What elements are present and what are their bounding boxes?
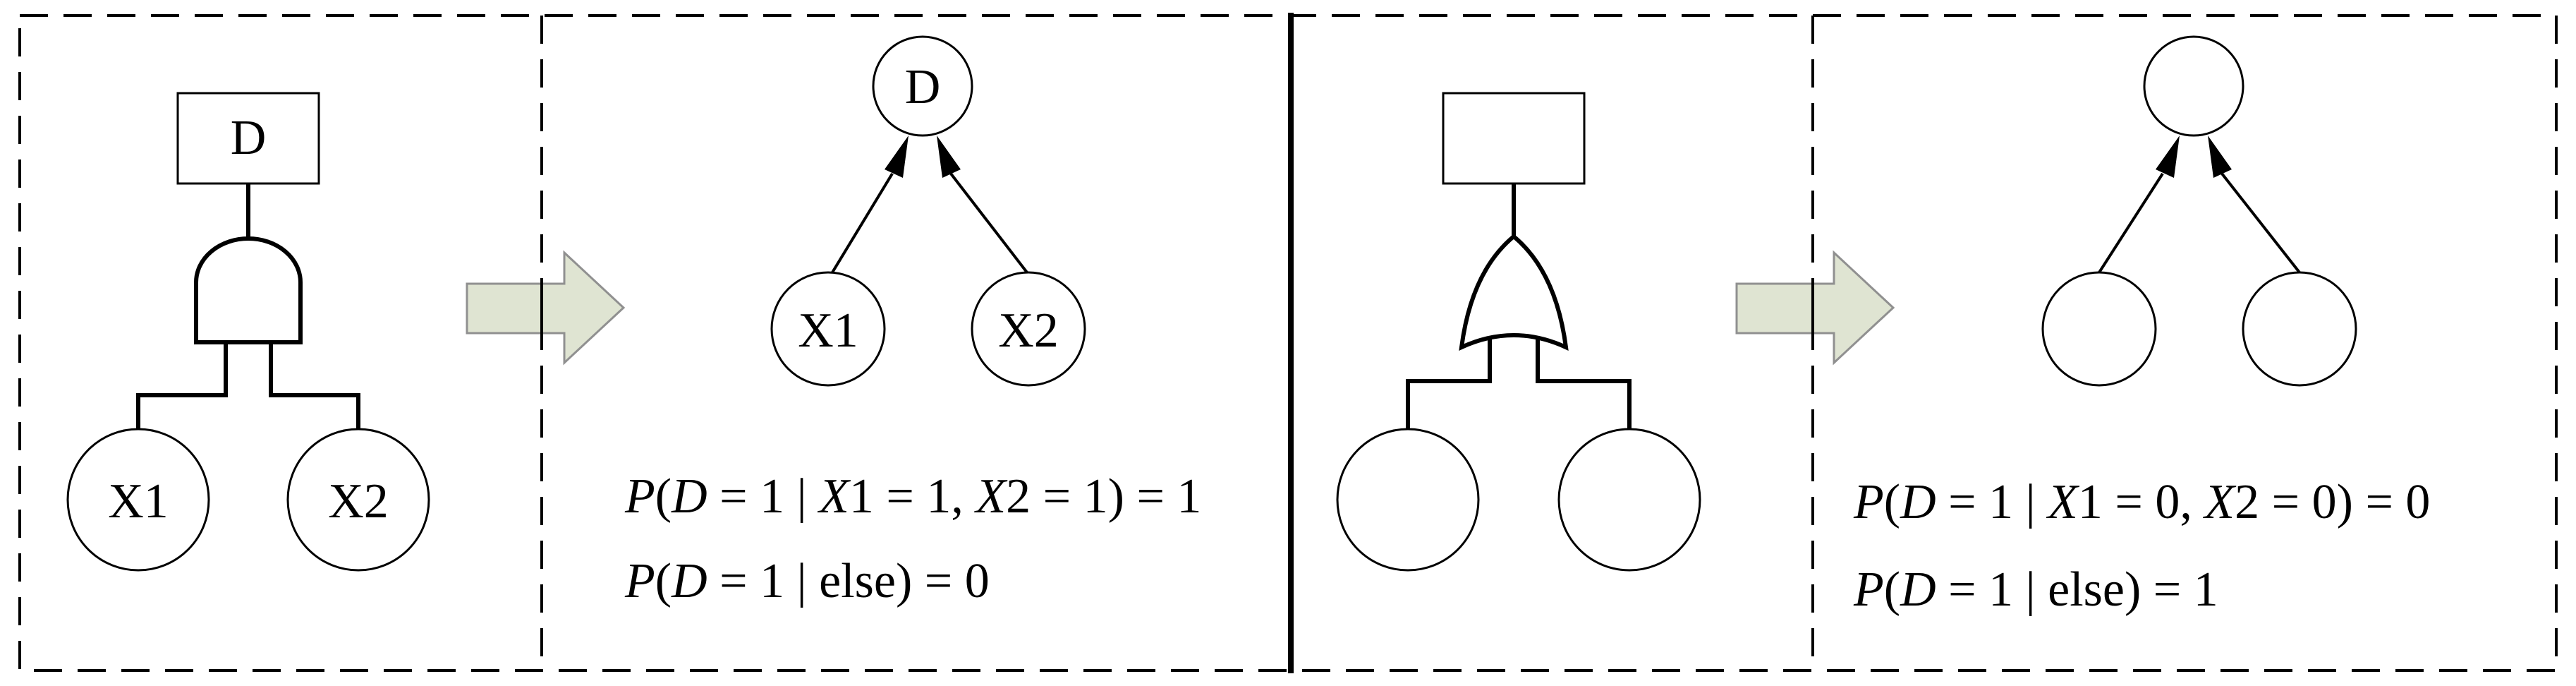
left-bn-child-label: D (905, 60, 941, 114)
right-transform-arrow-icon (1735, 250, 1895, 366)
left-bn-parent-x1 (770, 271, 886, 387)
right-bayesian-network (2041, 35, 2357, 387)
left-basic-event-x2 (286, 428, 430, 572)
left-top-event-label: D (231, 111, 267, 165)
right-basic-event-1 (1336, 428, 1480, 572)
left-bn-arrowhead-icon (937, 136, 961, 178)
right-gate-input-line-2 (1536, 337, 1632, 429)
left-bn-edge-x2-to-d (949, 172, 1028, 274)
and-gate-icon (194, 236, 303, 344)
left-bn-edge-x1-to-d (831, 172, 894, 274)
right-bn-edge-2-to-child (2220, 172, 2301, 274)
right-bn-arrowhead-icon (2208, 136, 2232, 178)
left-fault-tree: D X1 X2 (66, 92, 430, 572)
left-bayesian-network: D X1 X2 (770, 35, 1086, 387)
left-bn-parent-x1-label: X1 (798, 303, 858, 358)
or-gate-icon (1459, 234, 1569, 351)
left-basic-event-x2-label: X2 (328, 474, 389, 529)
left-cpt-line-1: P(D = 1 | X1 = 1, X2 = 1) = 1 (624, 469, 1201, 524)
left-gate-input-line-1 (136, 342, 228, 433)
right-bn-arrowhead-icon (2156, 136, 2180, 178)
left-bn-parent-x2-label: X2 (998, 303, 1059, 358)
left-top-event-box (176, 92, 320, 185)
right-basic-event-2 (1557, 428, 1701, 572)
left-bn-child-node (872, 35, 973, 137)
right-bn-child-node (2143, 35, 2244, 137)
right-gate-input-line-1 (1406, 337, 1492, 429)
left-bn-arrowhead-icon (885, 136, 909, 178)
right-bn-parent-2 (2242, 271, 2357, 387)
left-basic-event-x1-label: X1 (108, 474, 169, 529)
left-basic-event-x1 (66, 428, 210, 572)
right-cpt-line-1: P(D = 1 | X1 = 0, X2 = 0) = 0 (1853, 475, 2430, 529)
right-bn-parent-1 (2041, 271, 2157, 387)
right-cpt-line-2: P(D = 1 | else) = 1 (1853, 562, 2218, 617)
right-fault-tree (1336, 92, 1701, 572)
left-transform-arrow-icon (466, 250, 626, 366)
left-cpt-line-2: P(D = 1 | else) = 0 (624, 554, 990, 608)
right-top-event-box (1442, 92, 1586, 185)
left-gate-input-line-2 (269, 342, 360, 433)
right-bn-edge-1-to-child (2098, 172, 2164, 274)
left-bn-parent-x2 (971, 271, 1086, 387)
